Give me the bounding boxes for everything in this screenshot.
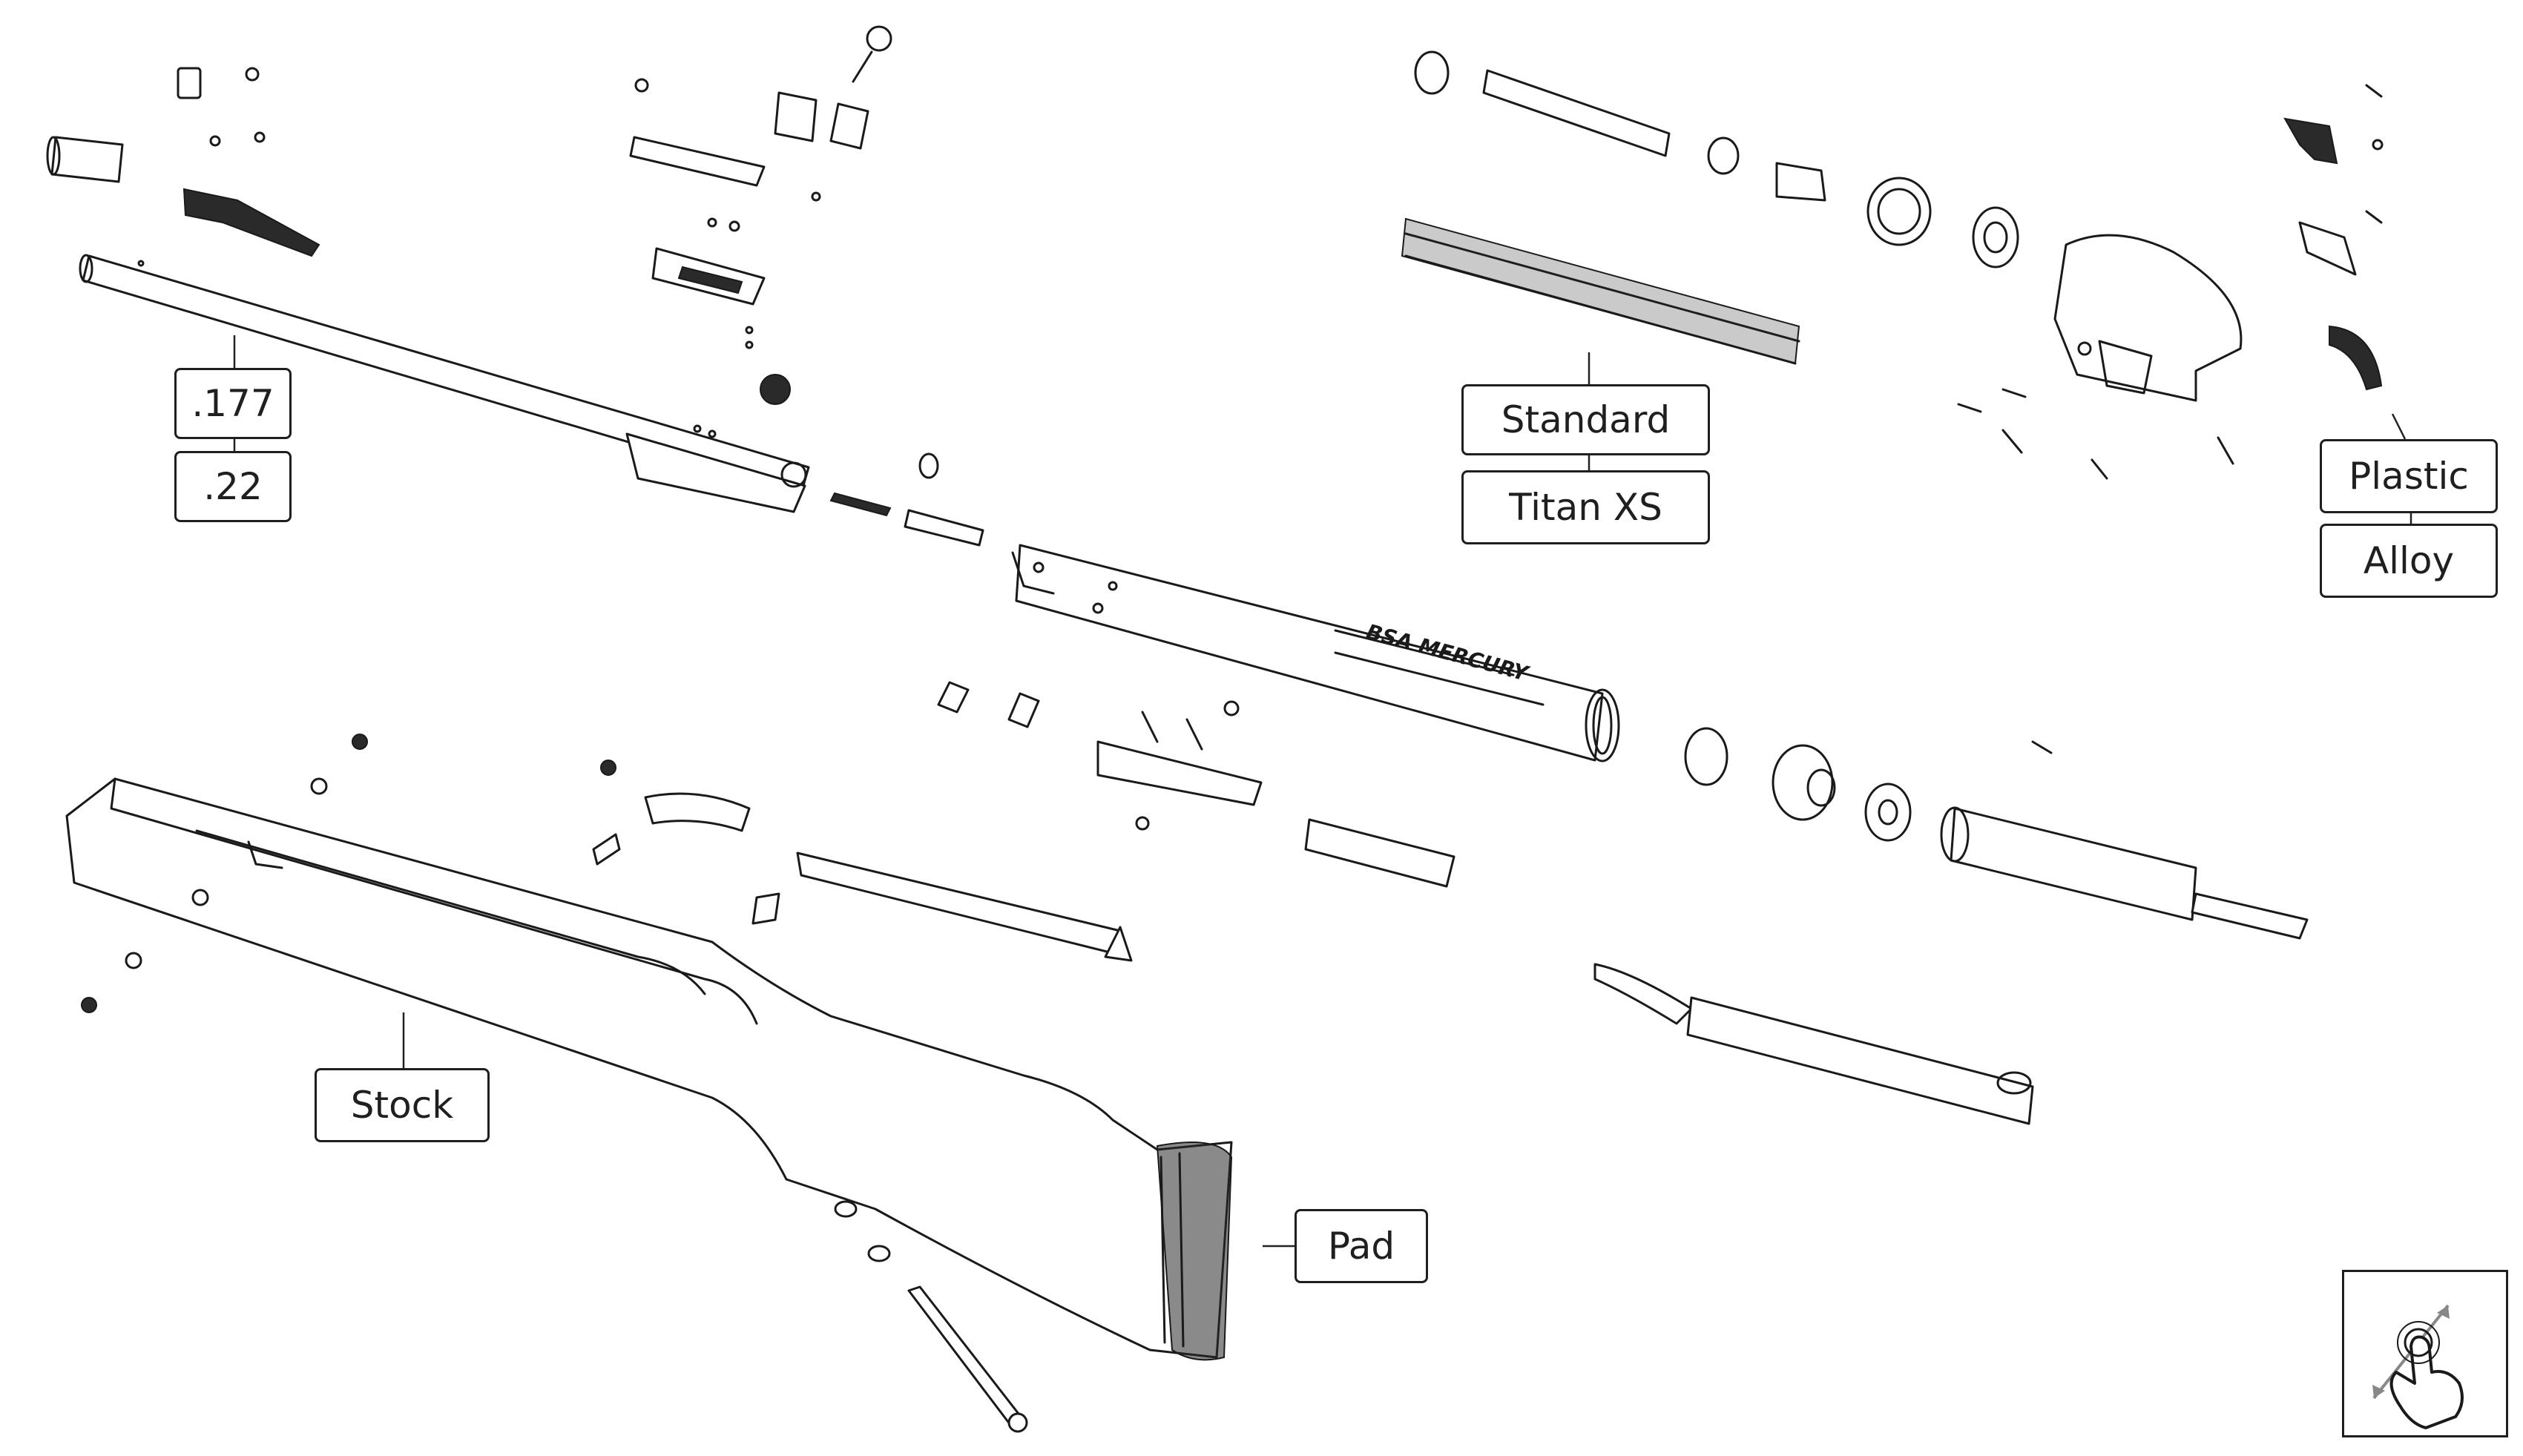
trigger-parts[interactable] — [1957, 84, 2384, 480]
front-sight[interactable] — [177, 67, 320, 257]
trigger-plastic-label[interactable]: Plastic — [2320, 439, 2498, 513]
cocking-arm[interactable] — [1593, 963, 2034, 1125]
stock-body[interactable] — [65, 777, 1233, 1359]
barrel-177-label[interactable]: .177 — [174, 368, 292, 439]
pinch-zoom-gesture-icon — [2372, 1304, 2464, 1429]
pad-label[interactable]: Pad — [1295, 1209, 1428, 1283]
barrel-sleeve[interactable] — [46, 136, 124, 183]
trigger-block[interactable] — [2053, 234, 2243, 402]
spring-titan-xs-label[interactable]: Titan XS — [1461, 470, 1710, 544]
rear-sight-assembly[interactable] — [629, 25, 892, 405]
linkage-parts[interactable] — [829, 452, 984, 547]
trigger-alloy-label[interactable]: Alloy — [2320, 524, 2498, 598]
butt-pad[interactable] — [1156, 1142, 1233, 1361]
stock-label[interactable]: Stock — [315, 1068, 490, 1142]
mainspring[interactable] — [1401, 217, 1800, 365]
barrel-22-label[interactable]: .22 — [174, 451, 292, 522]
trigger-guard-bracket[interactable] — [1096, 700, 1263, 831]
barrel[interactable] — [79, 254, 810, 513]
trigger-pins[interactable] — [937, 681, 1040, 728]
spring-standard-label[interactable]: Standard — [1461, 384, 1710, 455]
stock-screws[interactable] — [81, 734, 1133, 1433]
piston-seals[interactable] — [1684, 727, 1912, 842]
safety-slide[interactable] — [1304, 818, 1455, 888]
spring-guide[interactable] — [1414, 50, 2019, 269]
piston[interactable] — [1940, 740, 2309, 940]
leader-trigger — [2391, 413, 2407, 440]
receiver-cylinder[interactable]: BSA MERCURY — [1011, 544, 1620, 762]
zoom-hint-box[interactable] — [2342, 1270, 2508, 1437]
